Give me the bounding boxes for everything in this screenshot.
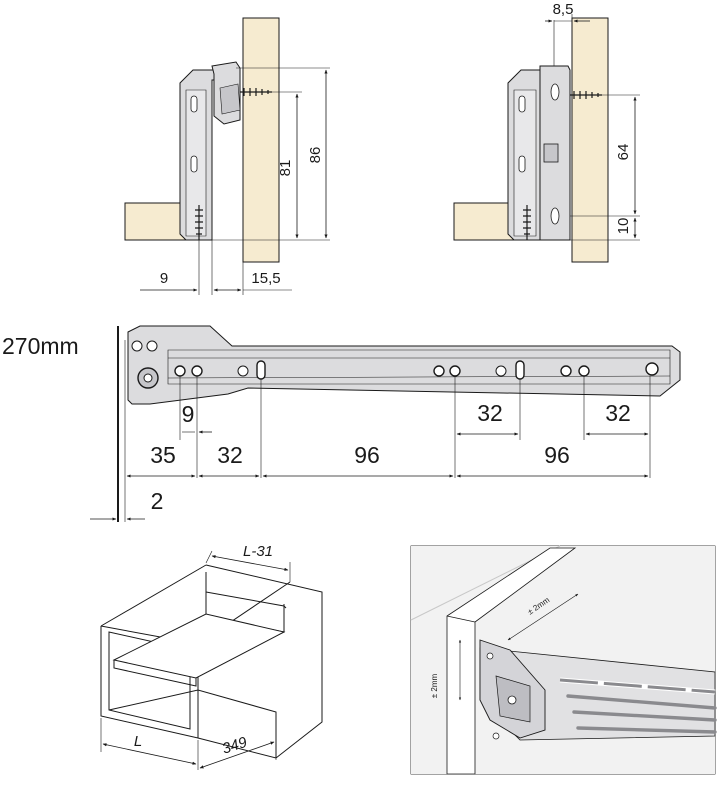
runner-slot-1 bbox=[256, 360, 266, 380]
plate-slot-right-bottom bbox=[550, 207, 560, 225]
runner-dim-96-b: 96 bbox=[544, 442, 570, 468]
plate-slot-right-top bbox=[550, 83, 560, 101]
dim-left-inner: 81 bbox=[277, 160, 294, 177]
runner-length-label: 270mm bbox=[2, 333, 79, 359]
runner-section: 270mm 9 bbox=[2, 325, 681, 522]
runner-dim-9: 9 bbox=[182, 401, 195, 427]
runner-dim-2: 2 bbox=[151, 488, 164, 514]
runner-hole-a bbox=[131, 340, 143, 352]
screw-left-top bbox=[240, 88, 272, 96]
latch-right bbox=[543, 143, 559, 163]
dim-right-spacing: 64 bbox=[615, 144, 632, 161]
top-left-detail: 81 86 9 15,5 bbox=[124, 17, 330, 295]
detail-tol-vertical: ± 2mm bbox=[430, 673, 439, 698]
runner-hole-2 bbox=[191, 365, 203, 377]
runner-hole-1 bbox=[174, 365, 186, 377]
drawer-box bbox=[100, 550, 323, 770]
screw-right-bottom bbox=[523, 205, 531, 240]
runner-hole-4 bbox=[433, 365, 445, 377]
runner-hole-b bbox=[146, 340, 158, 352]
cabinet-side-right bbox=[571, 17, 609, 263]
drawer-dim-l: L bbox=[134, 733, 142, 750]
top-right-detail: 8,5 64 10 bbox=[453, 1, 640, 263]
dim-left-outer: 86 bbox=[307, 147, 324, 164]
runner-dim-32-a: 32 bbox=[217, 442, 243, 468]
runner-hole-7 bbox=[560, 365, 572, 377]
runner-hole-9 bbox=[645, 362, 659, 376]
slot-left-b bbox=[190, 155, 198, 173]
runner-hole-6 bbox=[495, 365, 507, 377]
screw-left-bottom bbox=[195, 205, 203, 240]
dim-right-offset: 8,5 bbox=[553, 1, 574, 18]
dim-left-width: 9 bbox=[160, 270, 168, 287]
dim-left-board: 15,5 bbox=[251, 270, 280, 287]
runner-hole-5 bbox=[449, 365, 461, 377]
slot-left-a bbox=[190, 95, 198, 113]
runner-body bbox=[127, 325, 681, 405]
runner-dim-96-a: 96 bbox=[354, 442, 380, 468]
runner-hole-8 bbox=[578, 365, 590, 377]
runner-dim-35: 35 bbox=[150, 442, 176, 468]
runner-dim-32-c: 32 bbox=[605, 400, 631, 426]
runner-dim-32-b: 32 bbox=[477, 400, 503, 426]
drawer-dim-depth: L-31 bbox=[243, 543, 273, 560]
screw-right-top bbox=[570, 91, 602, 99]
dim-right-bottom: 10 bbox=[615, 218, 632, 235]
install-detail: ± 2mm ± 2mm bbox=[410, 545, 717, 775]
slot-right-b bbox=[518, 155, 526, 173]
cabinet-side-left bbox=[242, 17, 280, 263]
runner-hole-3 bbox=[237, 365, 249, 377]
slot-right-a bbox=[518, 95, 526, 113]
runner-slot-2 bbox=[515, 360, 525, 380]
drawer-dim-349: 349 bbox=[220, 734, 250, 758]
